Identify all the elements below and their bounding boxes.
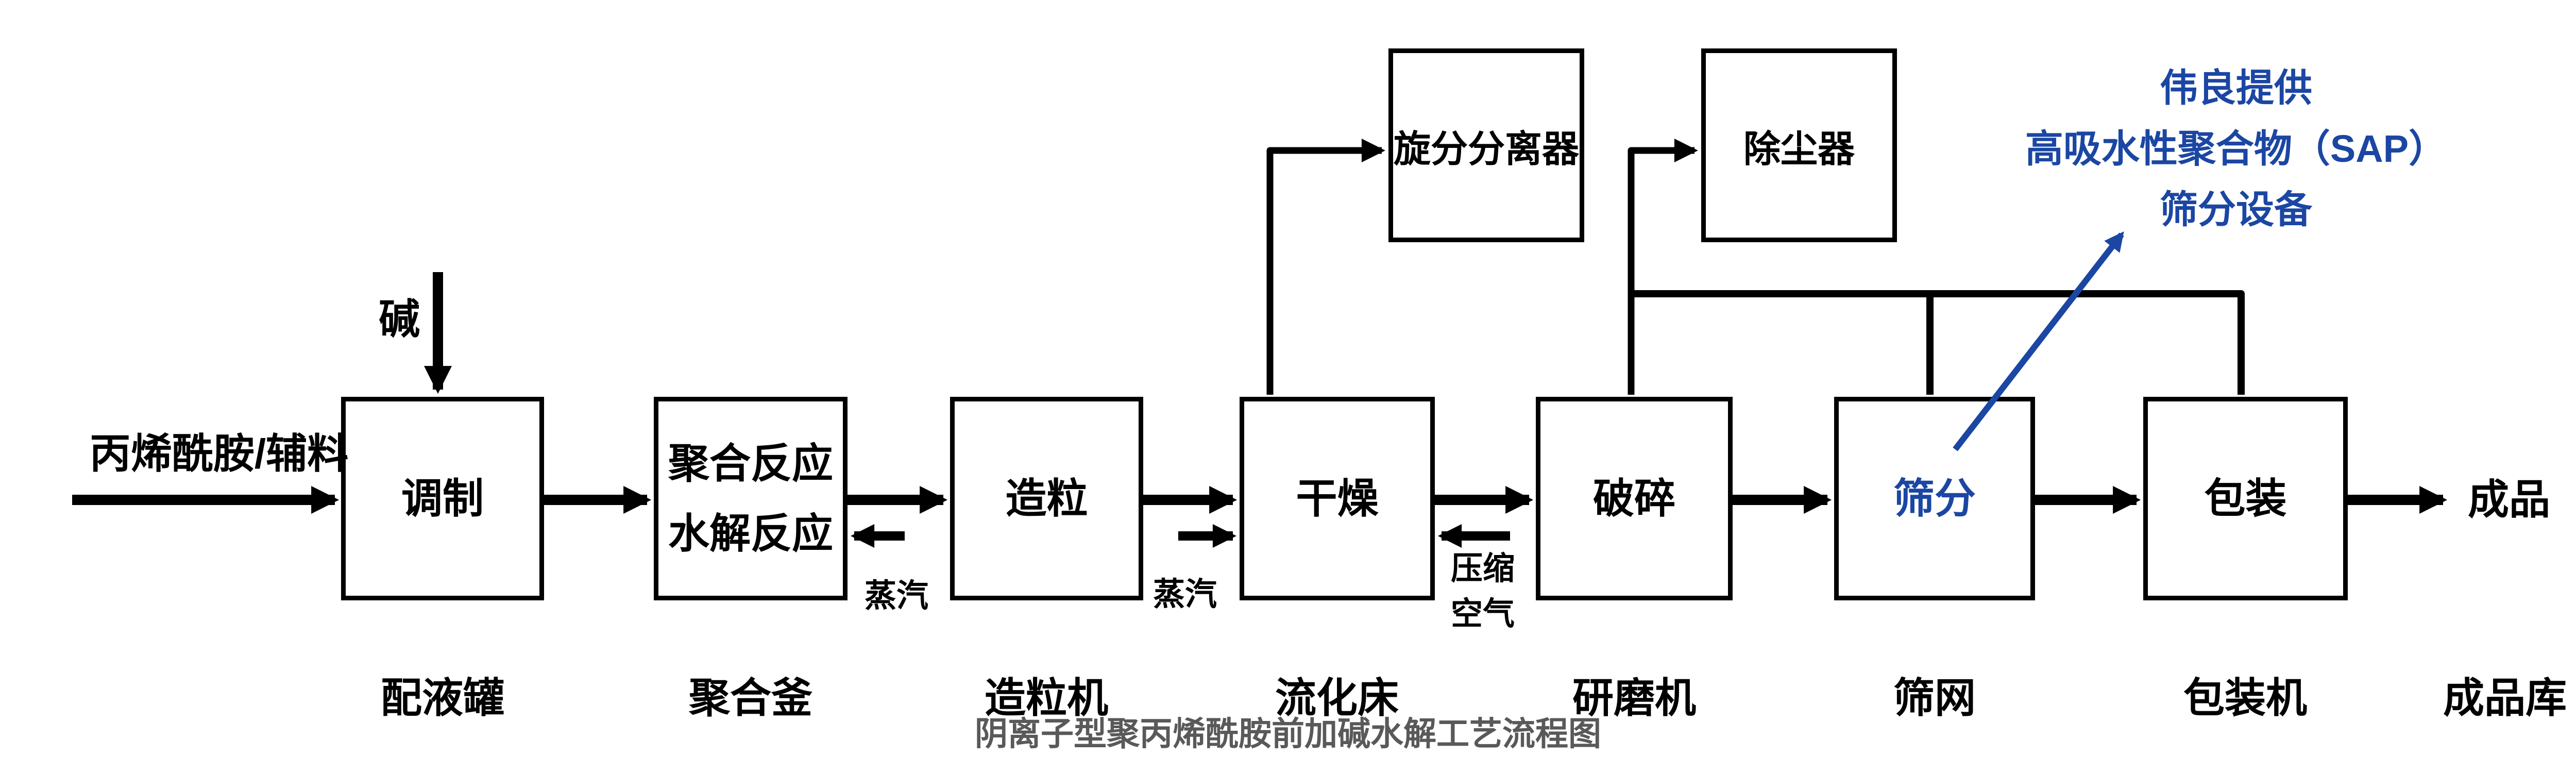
equipment-label-grinder: 研磨机 (1572, 675, 1696, 721)
process-box-drying: 干燥 (1240, 397, 1435, 600)
vendor-callout-line2: 高吸水性聚合物（SAP） (2025, 127, 2447, 170)
dust-collector-label: 除尘器 (1743, 128, 1855, 170)
product-label: 成品 (2468, 477, 2550, 523)
vendor-callout: 伟良提供 高吸水性聚合物（SAP） 筛分设备 (1984, 58, 2488, 240)
dust-manifold-line (1631, 290, 2245, 395)
equipment-label-granulator: 造粒机 (985, 675, 1108, 721)
process-box-granulation: 造粒 (950, 397, 1143, 600)
steam-label-dryer: 蒸汽 (1153, 577, 1217, 612)
alkali-label: 碱 (379, 296, 420, 342)
equipment-label-reactor: 聚合釜 (689, 675, 812, 721)
process-label-packing: 包装 (2204, 475, 2287, 522)
equipment-label-fluidized-bed: 流化床 (1275, 675, 1399, 721)
vendor-callout-line3: 筛分设备 (2160, 188, 2312, 231)
process-box-crushing: 破碎 (1536, 397, 1733, 600)
diagram-title: 阴离子型聚丙烯酰胺前加碱水解工艺流程图 (975, 715, 1601, 752)
equipment-label-warehouse: 成品库 (2443, 675, 2567, 721)
equipment-label-screen: 筛网 (1893, 675, 1976, 721)
dust-collector-box: 除尘器 (1701, 48, 1897, 242)
dryer-to-cyclone-line (1266, 139, 1385, 395)
cyclone-separator-box: 旋分分离器 (1388, 48, 1584, 242)
process-label-blending: 调制 (401, 475, 484, 522)
process-box-packing: 包装 (2143, 397, 2348, 600)
process-box-polymerization: 聚合反应 水解反应 (654, 397, 848, 600)
vendor-callout-line1: 伟良提供 (2160, 66, 2312, 109)
feed-label: 丙烯酰胺/辅料 (89, 431, 349, 477)
equipment-label-packer: 包装机 (2183, 675, 2307, 721)
equipment-label-solution-tank: 配液罐 (381, 675, 504, 721)
process-label-crushing: 破碎 (1593, 475, 1675, 522)
compressed-air-label: 压缩 空气 (1450, 551, 1515, 632)
steam-label-reactor: 蒸汽 (864, 578, 928, 614)
process-box-sieving: 筛分 (1834, 397, 2035, 600)
process-box-blending: 调制 (341, 397, 544, 600)
process-label-polymerization: 聚合反应 水解反应 (668, 440, 833, 557)
cyclone-separator-label: 旋分分离器 (1393, 128, 1579, 170)
crusher-to-dust-line (1628, 139, 1698, 395)
process-label-drying: 干燥 (1296, 475, 1379, 522)
process-label-sieving: 筛分 (1893, 475, 1976, 522)
process-label-granulation: 造粒 (1005, 475, 1088, 522)
